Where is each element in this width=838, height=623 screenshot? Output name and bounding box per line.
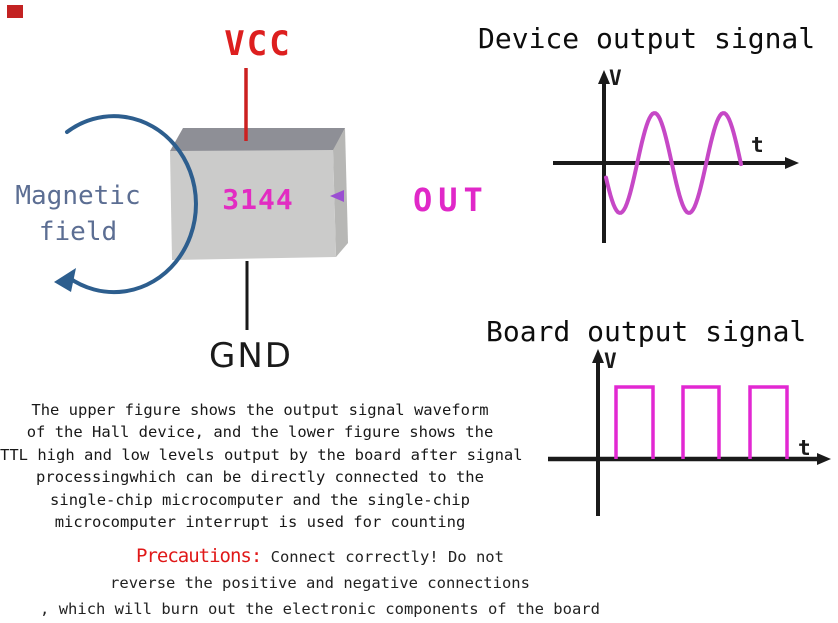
description-line: of the Hall device, and the lower figure… <box>26 423 494 442</box>
device-v-axis-label: V <box>609 66 622 90</box>
precautions-line3: , which will burn out the electronic com… <box>40 600 600 618</box>
chip-number-label: 3144 <box>222 183 294 216</box>
precautions-line1: Precautions: Connect correctly! Do not <box>10 543 630 570</box>
description-line: The upper figure shows the output signal… <box>31 401 489 419</box>
precautions-heading: Precautions: <box>136 545 262 567</box>
out-wire-arrow <box>330 190 344 202</box>
magnetic-field-line1: Magnetic <box>15 181 141 211</box>
device-t-axis-label: t <box>751 133 764 157</box>
description-paragraph: The upper figure shows the output signal… <box>0 399 523 533</box>
device-v-axis-arrow <box>598 70 610 84</box>
out-wire <box>330 190 413 202</box>
board-v-axis-label: V <box>604 349 617 373</box>
magnetic-field-line2: field <box>38 217 118 247</box>
board-t-axis-label: t <box>798 436 811 460</box>
sensor-box-front-face <box>170 150 336 260</box>
board-t-axis-arrow <box>817 453 831 465</box>
square-pulse-wave <box>614 385 789 459</box>
sensor-box-top-face <box>170 128 345 151</box>
vcc-pin-label: VCC <box>224 24 292 64</box>
board-graph-title: Board output signal <box>486 315 807 348</box>
sensor-box <box>170 128 348 260</box>
board-v-axis-arrow <box>592 349 604 363</box>
device-t-axis-arrow <box>785 157 799 169</box>
sine-wave <box>604 111 743 215</box>
magnetic-field-arrowhead <box>54 268 76 292</box>
device-graph-title: Device output signal <box>478 22 816 55</box>
corner-marker <box>7 5 23 18</box>
gnd-pin-label: GND <box>209 336 293 376</box>
magnetic-field-label: Magnetic field <box>2 178 154 250</box>
precautions-line1-rest: Connect correctly! Do not <box>261 548 504 566</box>
description-line: single-chip microcomputer and the single… <box>50 490 470 509</box>
description-line: TTL high and low levels output by the bo… <box>0 445 523 464</box>
precautions-line2: reverse the positive and negative connec… <box>110 574 530 592</box>
description-line: microcomputer interrupt is used for coun… <box>54 513 466 532</box>
magnetic-field-arc <box>54 114 198 295</box>
precautions-block: Precautions: Connect correctly! Do not r… <box>10 543 630 622</box>
description-line: processingwhich can be directly connecte… <box>36 468 484 487</box>
out-pin-label: OUT <box>413 181 489 219</box>
